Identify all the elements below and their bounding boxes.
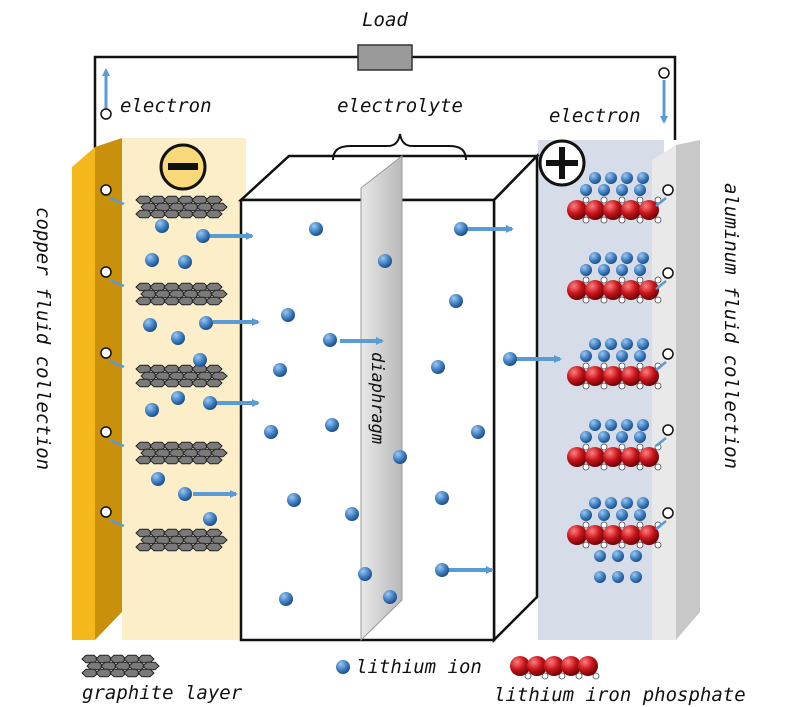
negative-terminal-icon: [159, 143, 207, 191]
phosphate-cluster: [567, 172, 662, 224]
phosphate-cluster: [567, 419, 662, 471]
electron-label-right: electron: [549, 105, 641, 127]
lithium-ions: [143, 219, 517, 606]
ion-flow-arrows: [193, 225, 562, 574]
electrolyte-label: electrolyte: [337, 95, 463, 117]
diaphragm-label: diaphragm: [367, 352, 387, 444]
diaphragm-membrane: [360, 154, 403, 642]
aluminum-collector: [652, 140, 700, 640]
copper-collector: [72, 138, 122, 640]
graphite-layer: [135, 195, 228, 219]
graphite-layer: [135, 441, 228, 465]
electron-flow-right: [658, 67, 670, 124]
electrolyte-brace: [332, 133, 467, 161]
lithium-ion-label: lithium ion: [356, 656, 482, 678]
circuit-wire: [93, 44, 677, 160]
graphite-layer: [135, 282, 228, 306]
load-label: Load: [362, 9, 408, 31]
copper-collector-label: copper fluid collection: [32, 207, 54, 470]
collector-terminals: [100, 184, 674, 530]
electron-label-left: electron: [120, 95, 212, 117]
legend-graphite-icon: [81, 654, 160, 678]
graphite-layer: [135, 364, 228, 388]
anode-region: [122, 138, 246, 640]
aluminum-collector-label: aluminum fluid collection: [720, 183, 742, 469]
phosphate-cluster: [567, 338, 662, 390]
load-resistor: [357, 44, 413, 71]
lithium-iron-phosphate-layers: [567, 172, 662, 583]
electron-flow-left: [100, 68, 112, 120]
graphite-layer: [81, 654, 160, 678]
graphite-layers: [135, 195, 228, 552]
graphite-layer: [135, 528, 228, 552]
phosphate-cluster: [567, 497, 662, 549]
positive-terminal-icon: [538, 139, 586, 187]
legend-lithium-ion-icon: [336, 660, 350, 674]
phosphate-cluster: [567, 252, 662, 304]
legend-phosphate-icon: [510, 656, 600, 680]
lithium-iron-phosphate-label: lithium iron phosphate: [494, 684, 746, 706]
graphite-layer-label: graphite layer: [82, 682, 243, 704]
